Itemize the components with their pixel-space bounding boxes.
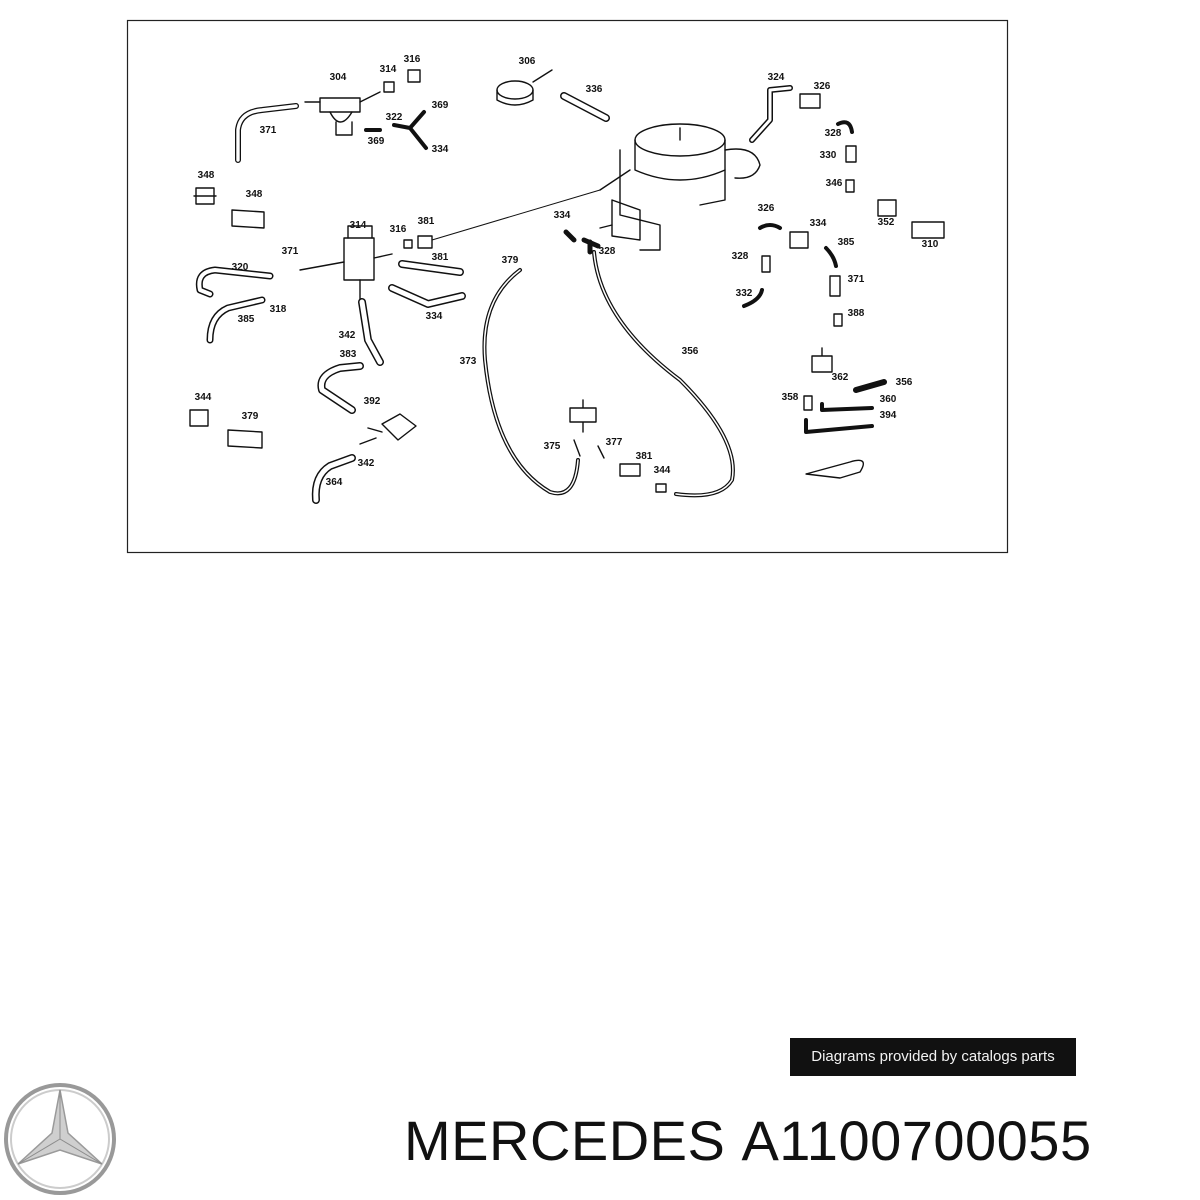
callout-371: 371 bbox=[260, 125, 277, 136]
callout-360: 360 bbox=[880, 394, 897, 405]
callout-328: 328 bbox=[599, 246, 616, 257]
valve-379-375 bbox=[569, 399, 605, 459]
clamp-394 bbox=[189, 409, 209, 427]
callout-326: 326 bbox=[758, 203, 775, 214]
callout-334: 334 bbox=[554, 210, 571, 221]
part-title: MERCEDES A1100700055 bbox=[404, 1108, 1194, 1178]
callout-314: 314 bbox=[350, 220, 367, 231]
valve-344 bbox=[359, 413, 417, 445]
callout-326: 326 bbox=[814, 81, 831, 92]
callout-342: 342 bbox=[339, 330, 356, 341]
callout-371: 371 bbox=[282, 246, 299, 257]
callout-342: 342 bbox=[358, 458, 375, 469]
callout-375: 375 bbox=[544, 441, 561, 452]
callout-379: 379 bbox=[242, 411, 259, 422]
callout-348: 348 bbox=[246, 189, 263, 200]
callout-310: 310 bbox=[922, 239, 939, 250]
hose-373 bbox=[592, 250, 735, 498]
diagram-credit-banner: Diagrams provided by catalogs parts bbox=[790, 1038, 1076, 1076]
callout-373: 373 bbox=[460, 356, 477, 367]
callout-385: 385 bbox=[838, 237, 855, 248]
diagram-frame bbox=[126, 19, 1009, 554]
callout-379: 379 bbox=[502, 255, 519, 266]
callout-392: 392 bbox=[364, 396, 381, 407]
callout-324: 324 bbox=[768, 72, 785, 83]
clamp-352 bbox=[911, 221, 945, 239]
callout-314: 314 bbox=[380, 64, 397, 75]
callout-316: 316 bbox=[390, 224, 407, 235]
callout-377: 377 bbox=[606, 437, 623, 448]
brand-name: MERCEDES bbox=[404, 1109, 726, 1172]
callout-334: 334 bbox=[432, 144, 449, 155]
valve-304 bbox=[304, 69, 421, 136]
callout-320: 320 bbox=[232, 262, 249, 273]
clamp-346 bbox=[193, 187, 217, 205]
callout-316: 316 bbox=[404, 54, 421, 65]
callout-318: 318 bbox=[270, 304, 287, 315]
clamp-392 bbox=[227, 429, 263, 449]
callout-394: 394 bbox=[880, 410, 897, 421]
callout-348: 348 bbox=[198, 170, 215, 181]
callout-336: 336 bbox=[586, 84, 603, 95]
clamp-348-left bbox=[231, 209, 265, 229]
callout-328: 328 bbox=[732, 251, 749, 262]
callout-356: 356 bbox=[896, 377, 913, 388]
filter-306 bbox=[496, 69, 553, 106]
callout-385: 385 bbox=[238, 314, 255, 325]
callout-332: 332 bbox=[736, 288, 753, 299]
callout-334: 334 bbox=[810, 218, 827, 229]
callout-322: 322 bbox=[386, 112, 403, 123]
valve-310 bbox=[299, 189, 601, 301]
diagram-parts bbox=[189, 69, 945, 504]
callout-356: 356 bbox=[682, 346, 699, 357]
callout-306: 306 bbox=[519, 56, 536, 67]
mercedes-star-icon bbox=[4, 1083, 116, 1195]
hose-383 bbox=[482, 268, 580, 496]
clamp-348-right bbox=[877, 199, 897, 217]
callout-334: 334 bbox=[426, 311, 443, 322]
callout-346: 346 bbox=[826, 178, 843, 189]
callout-381: 381 bbox=[418, 216, 435, 227]
callout-371: 371 bbox=[848, 274, 865, 285]
valve-356 bbox=[811, 347, 833, 373]
part-number: A1100700055 bbox=[741, 1109, 1092, 1172]
cable-tie-364 bbox=[805, 459, 864, 479]
callout-304: 304 bbox=[330, 72, 347, 83]
callout-383: 383 bbox=[340, 349, 357, 360]
callout-388: 388 bbox=[848, 308, 865, 319]
callout-369: 369 bbox=[432, 100, 449, 111]
callout-364: 364 bbox=[326, 477, 343, 488]
callout-328: 328 bbox=[825, 128, 842, 139]
callout-362: 362 bbox=[832, 372, 849, 383]
callout-381: 381 bbox=[432, 252, 449, 263]
callout-381: 381 bbox=[636, 451, 653, 462]
callout-344: 344 bbox=[195, 392, 212, 403]
callout-369: 369 bbox=[368, 136, 385, 147]
carburetor-drawing bbox=[599, 123, 761, 251]
callout-labels: 304 314 316 306 336 324 326 371 322 369 369 334 328 3… bbox=[195, 54, 939, 488]
callout-352: 352 bbox=[878, 217, 895, 228]
callout-344: 344 bbox=[654, 465, 671, 476]
callout-330: 330 bbox=[820, 150, 837, 161]
callout-358: 358 bbox=[782, 392, 799, 403]
